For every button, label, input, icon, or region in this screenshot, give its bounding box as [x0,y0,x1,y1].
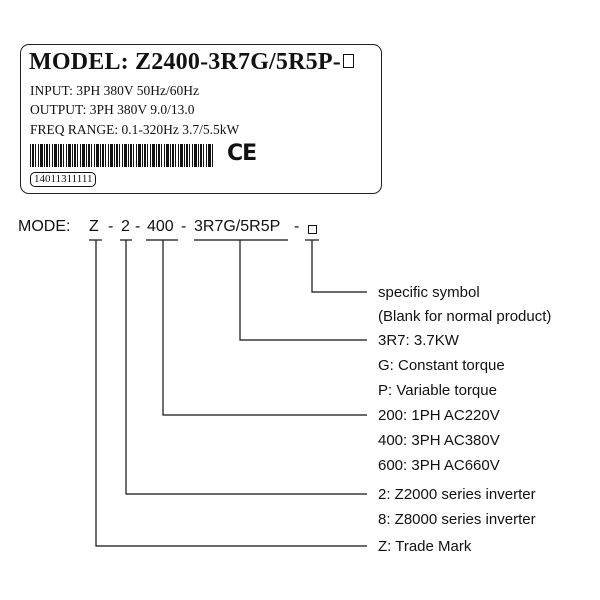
label-variable-torque: P: Variable torque [378,382,497,399]
code-dash-1: - [108,218,114,235]
label-200: 200: 1PH AC220V [378,407,500,424]
connector-voltage [162,240,367,416]
label-specific-symbol: specific symbol [378,284,480,301]
nameplate: MODEL: Z2400-3R7G/5R5P- INPUT: 3PH 380V … [20,44,382,194]
ce-mark-icon: CE [227,141,257,166]
label-z2000: 2: Z2000 series inverter [378,486,536,503]
label-constant-torque: G: Constant torque [378,357,505,374]
nameplate-freq-range: FREQ RANGE: 0.1-320Hz 3.7/5.5kW [30,122,240,137]
label-z8000: 8: Z8000 series inverter [378,511,536,528]
nameplate-model: MODEL: Z2400-3R7G/5R5P- [29,49,354,76]
code-part-power: 3R7G/5R5P [194,218,281,235]
blank-box-icon [308,225,317,234]
connector-specific [311,240,367,293]
mode-prefix: MODE: [18,218,71,235]
code-dash-4: - [294,218,300,235]
nameplate-output: OUTPUT: 3PH 380V 9.0/13.0 [30,102,195,117]
label-400: 400: 3PH AC380V [378,432,500,449]
code-part-z: Z [89,218,99,235]
code-part-series: 2 [121,218,130,235]
nameplate-model-text: MODEL: Z2400-3R7G/5R5P- [29,49,341,75]
serial-number: 14011311111 [30,172,97,187]
nameplate-input: INPUT: 3PH 380V 50Hz/60Hz [30,83,199,98]
connector-trademark [95,240,367,547]
code-dash-2: - [135,218,141,235]
blank-box-icon [342,54,354,68]
connector-series [125,240,367,495]
label-trade-mark: Z: Trade Mark [378,538,472,555]
barcode-icon [30,144,214,167]
code-dash-3: - [181,218,187,235]
label-blank-normal: (Blank for normal product) [378,308,552,325]
connector-power [239,240,367,341]
label-3r7: 3R7: 3.7KW [378,332,459,349]
code-part-voltage: 400 [147,218,174,235]
label-600: 600: 3PH AC660V [378,457,500,474]
